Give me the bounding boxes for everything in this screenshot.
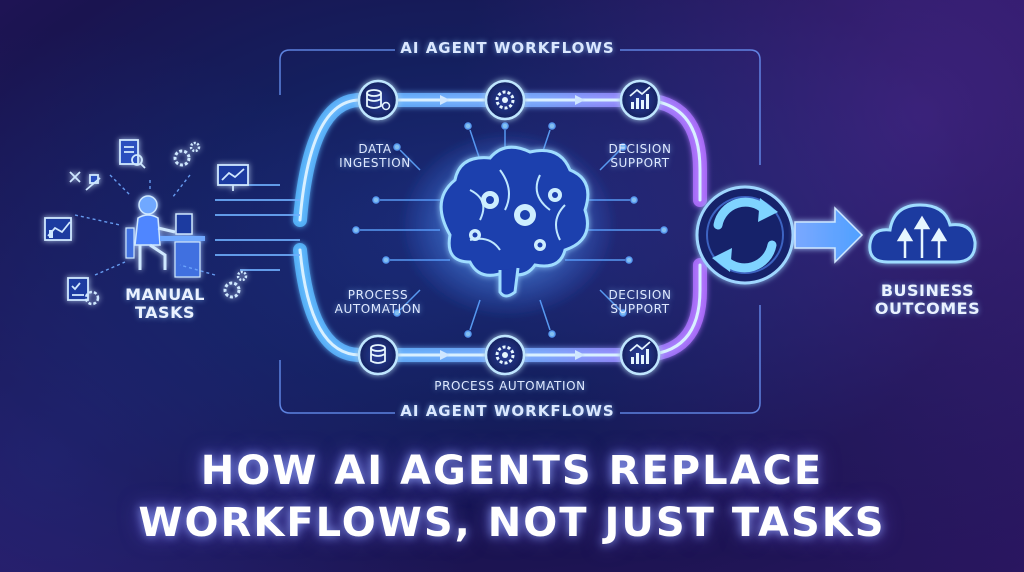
workflows-top-label: AI AGENT WORKFLOWS <box>400 39 615 57</box>
decision-support-bottom-line1: DECISION <box>608 288 672 302</box>
process-automation-line2: AUTOMATION <box>334 301 422 316</box>
document-search-icon <box>119 139 146 169</box>
data-ingestion-label: DATA INGESTION <box>320 142 430 171</box>
decision-support-bottom-line2: SUPPORT <box>610 301 670 316</box>
chart-icon <box>619 334 661 376</box>
input-lines <box>215 184 300 271</box>
workflows-bottom-label: AI AGENT WORKFLOWS <box>400 402 615 420</box>
headline-line2: WORKFLOWS, NOT JUST TASKS <box>138 500 886 546</box>
decision-support-top-line2: SUPPORT <box>610 155 670 170</box>
database-icon <box>357 79 399 121</box>
pipe-arrows <box>440 95 585 360</box>
output-arrow-icon <box>794 206 864 264</box>
business-outcomes-line1: BUSINESS <box>880 281 975 300</box>
data-ingestion-line1: DATA <box>358 142 392 156</box>
cloud-upload-icon <box>868 203 977 264</box>
database-icon <box>357 334 399 376</box>
outer-frame <box>279 49 761 414</box>
manual-tasks-line2: TASKS <box>135 303 195 323</box>
decision-support-top-label: DECISION SUPPORT <box>585 142 695 171</box>
tools-icon <box>69 171 101 191</box>
decision-support-bottom-label: DECISION SUPPORT <box>585 288 695 317</box>
data-ingestion-line2: INGESTION <box>339 155 411 170</box>
business-outcomes-line2: OUTCOMES <box>874 299 981 319</box>
bottom-nodes <box>357 334 661 376</box>
process-automation-line1: PROCESS <box>347 288 409 302</box>
cycle-arrows-icon <box>695 185 795 285</box>
person-at-desk-icon <box>125 195 205 278</box>
process-automation-label: PROCESS AUTOMATION <box>318 288 438 317</box>
gear-icon <box>484 334 526 376</box>
task-icons <box>44 139 249 306</box>
gear-icon <box>223 270 248 299</box>
task-connectors <box>74 174 216 276</box>
decision-support-top-line1: DECISION <box>608 142 672 156</box>
checklist-icon <box>67 277 100 306</box>
chart-icon <box>44 217 72 241</box>
process-automation-bottom-label: PROCESS AUTOMATION <box>434 379 586 393</box>
headline-line1: HOW AI AGENTS REPLACE <box>200 448 824 494</box>
manual-tasks-label: MANUAL TASKS <box>110 285 220 323</box>
chart-icon <box>619 79 661 121</box>
gear-icon <box>173 141 201 167</box>
manual-tasks-line1: MANUAL <box>125 285 205 304</box>
top-nodes <box>357 79 661 121</box>
monitor-icon <box>217 164 249 191</box>
gear-icon <box>484 79 526 121</box>
business-outcomes-label: BUSINESS OUTCOMES <box>860 281 995 319</box>
brain-icon <box>398 130 618 320</box>
